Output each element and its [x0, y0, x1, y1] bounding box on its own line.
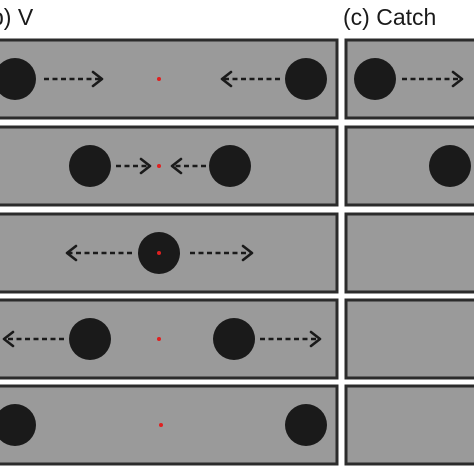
arrow-c1-right-head	[451, 70, 464, 88]
disc-c2	[429, 145, 471, 187]
fixation-b1	[157, 77, 161, 81]
arrow-b4-left-head	[2, 330, 15, 348]
fixation-b4	[157, 337, 161, 341]
stimulus-frame-c-5	[344, 384, 474, 466]
arrow-b3-right-head	[241, 244, 254, 262]
disc-b4-left	[69, 318, 111, 360]
disc-b2-left	[69, 145, 111, 187]
arrow-b2-right-head	[139, 157, 152, 175]
arrow-b2-left-head	[170, 157, 183, 175]
disc-b2-right	[209, 145, 251, 187]
arrow-b4-right-head	[309, 330, 322, 348]
fixation-b3	[157, 251, 161, 255]
disc-c1	[354, 58, 396, 100]
arrow-b3-left-head	[65, 244, 78, 262]
disc-b5-right	[285, 404, 327, 446]
arrow-b1-left-head	[220, 70, 233, 88]
disc-b5-left	[0, 404, 36, 446]
stimulus-frame-b-5	[0, 384, 339, 466]
arrow-b1-right-head	[91, 70, 104, 88]
stimulus-frame-c-4	[344, 298, 474, 380]
fixation-b5	[159, 423, 163, 427]
stimulus-frame-c-3	[344, 212, 474, 294]
stimulus-frame-c-1	[344, 38, 474, 120]
stimulus-frame-b-2	[0, 125, 339, 207]
panel-b-label: b) V	[0, 4, 34, 30]
disc-b4-right	[213, 318, 255, 360]
panel-c-label: (c) Catch	[343, 4, 437, 30]
disc-b1-left	[0, 58, 36, 100]
disc-b1-right	[285, 58, 327, 100]
fixation-b2	[157, 164, 161, 168]
